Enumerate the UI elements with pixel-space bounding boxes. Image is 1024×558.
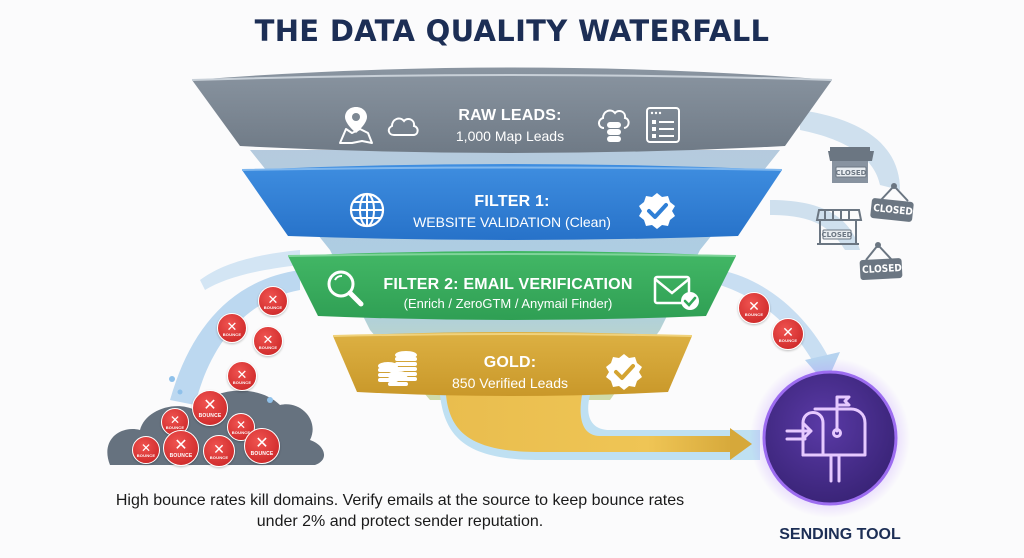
magnifier-icon (327, 270, 364, 307)
bounce-marker: ✕BOUNCE (132, 436, 160, 464)
bounce-marker: ✕BOUNCE (203, 435, 235, 467)
caption-line-1: High bounce rates kill domains. Verify e… (115, 492, 685, 509)
cloud-database-icon (598, 109, 630, 142)
bounce-marker: ✕BOUNCE (163, 430, 199, 466)
page-title: THE DATA QUALITY WATERFALL (254, 14, 770, 48)
bounce-marker: ✕BOUNCE (738, 292, 770, 324)
closed-store-icon: CLOSED (828, 147, 874, 183)
closed-label: CLOSED (836, 169, 867, 177)
stage-raw-subtext: 1,000 Map Leads (455, 128, 565, 144)
stage-gold-subtext: 850 Verified Leads (452, 375, 568, 391)
verified-badge-icon (639, 193, 675, 229)
stage-filter1-subtext: WEBSITE VALIDATION (Clean) (413, 214, 611, 230)
cloud-icon (387, 117, 419, 136)
bounce-marker: ✕BOUNCE (253, 326, 283, 356)
bounce-marker: ✕BOUNCE (244, 428, 280, 464)
coins-icon (378, 351, 417, 386)
stage-filter2-text: FILTER 2: EMAIL VERIFICATION (Enrich / Z… (368, 276, 648, 311)
stage-raw-heading: RAW LEADS: (458, 107, 562, 124)
closed-store-icon: CLOSED (815, 209, 863, 245)
stage-filter1-text: FILTER 1: WEBSITE VALIDATION (Clean) (392, 193, 632, 230)
bounce-marker: ✕BOUNCE (217, 313, 247, 343)
globe-icon (349, 192, 385, 228)
caption: High bounce rates kill domains. Verify e… (60, 490, 740, 532)
bounce-marker: ✕BOUNCE (192, 390, 228, 426)
sending-tool-label: SENDING TOOL (779, 526, 901, 543)
stage-filter2-subtext: (Enrich / ZeroGTM / Anymail Finder) (403, 296, 613, 311)
stage-filter1-heading: FILTER 1: (474, 193, 550, 210)
mailbox-icon (785, 395, 867, 483)
bounce-marker: ✕BOUNCE (227, 361, 257, 391)
bounce-marker: ✕BOUNCE (258, 286, 288, 316)
envelope-check-icon (653, 275, 699, 310)
verified-badge-icon (606, 354, 642, 390)
map-pin-icon (339, 107, 373, 144)
closed-sign: CLOSED (868, 183, 916, 225)
stage-filter2-heading: FILTER 2: EMAIL VERIFICATION (383, 276, 633, 293)
stage-gold-heading: GOLD: (483, 354, 537, 371)
closed-label: CLOSED (822, 231, 853, 239)
closed-sign: CLOSED (858, 242, 906, 284)
list-window-icon (646, 107, 680, 143)
stage-gold-text: GOLD: 850 Verified Leads (430, 354, 590, 391)
stage-raw-text: RAW LEADS: 1,000 Map Leads (420, 107, 600, 144)
bounce-marker: ✕BOUNCE (772, 318, 804, 350)
caption-line-2: under 2% and protect sender reputation. (256, 513, 544, 530)
